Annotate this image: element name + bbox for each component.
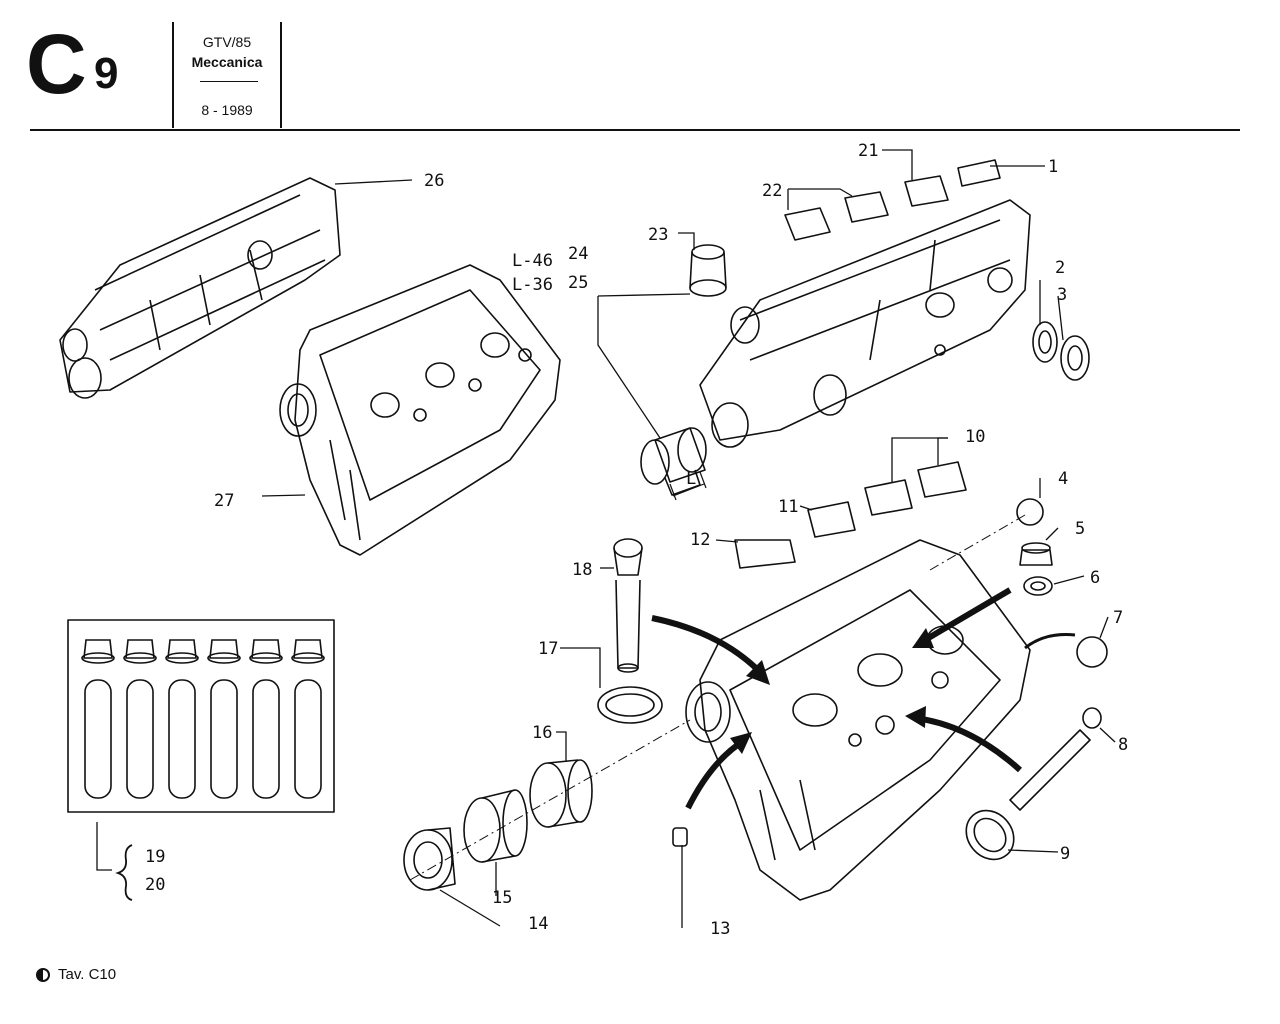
issue-date: 8 - 1989 bbox=[201, 102, 253, 118]
footer-reference-text: Tav. C10 bbox=[58, 966, 117, 983]
valve-guide-18 bbox=[613, 538, 643, 673]
guide-seal-cap bbox=[83, 639, 113, 659]
category-name: Meccanica bbox=[191, 54, 263, 70]
guide-seal-rim bbox=[165, 652, 199, 664]
callout-27: 27 bbox=[214, 491, 234, 511]
seals-2-3 bbox=[1032, 321, 1090, 381]
section-letter: C bbox=[26, 17, 87, 111]
brace-19-20 bbox=[115, 844, 133, 901]
ring-9 bbox=[965, 809, 1015, 861]
guide-seal-rim bbox=[123, 652, 157, 664]
guide-seal-cap bbox=[167, 639, 197, 659]
callout-13: 13 bbox=[710, 919, 730, 939]
title-block: GTV/85 Meccanica 8 - 1989 bbox=[172, 22, 282, 128]
model-name: GTV/85 bbox=[202, 34, 252, 50]
axis-lines bbox=[409, 514, 1026, 881]
callout-4: 4 bbox=[1058, 469, 1068, 489]
caps-10-11-12 bbox=[734, 461, 967, 569]
bushing-13 bbox=[672, 827, 688, 847]
bearing-15 bbox=[463, 789, 528, 863]
callout-1: 1 bbox=[1048, 157, 1058, 177]
callout-6: 6 bbox=[1090, 568, 1100, 588]
guide-kit-box bbox=[67, 619, 335, 813]
guide-seal-rim bbox=[81, 652, 115, 664]
callout-labels: 1 2 3 4 5 6 7 8 9 10 11 12 13 14 15 16 1… bbox=[145, 141, 1128, 939]
valve-guide bbox=[126, 679, 154, 799]
callout-25: 25 bbox=[568, 273, 588, 293]
bushing-23 bbox=[689, 244, 727, 297]
cylinder-head-main bbox=[685, 539, 1031, 901]
callout-12: 12 bbox=[690, 530, 710, 550]
dimension-marker bbox=[669, 471, 707, 501]
valve-guide-8 bbox=[1009, 707, 1102, 811]
valve-guide bbox=[294, 679, 322, 799]
cylinder-head-26 bbox=[59, 177, 341, 399]
title-divider bbox=[200, 81, 258, 82]
callout-5: 5 bbox=[1075, 519, 1085, 539]
callout-11: 11 bbox=[778, 497, 798, 517]
callout-9: 9 bbox=[1060, 844, 1070, 864]
guide-seal-cap bbox=[251, 639, 281, 659]
callout-20: 20 bbox=[145, 875, 165, 895]
guide-seal-cap bbox=[293, 639, 323, 659]
callout-10: 10 bbox=[965, 427, 985, 447]
callout-18: 18 bbox=[572, 560, 592, 580]
callout-24: 24 bbox=[568, 244, 588, 264]
callout-7: 7 bbox=[1113, 608, 1123, 628]
callout-17: 17 bbox=[538, 639, 558, 659]
section-number: 9 bbox=[94, 49, 119, 98]
caps-21-22-1 bbox=[784, 159, 1001, 241]
callout-26: 26 bbox=[424, 171, 444, 191]
guide-seal-rim bbox=[207, 652, 241, 664]
callout-21: 21 bbox=[858, 141, 878, 161]
arrow-heads bbox=[730, 628, 934, 754]
valve-guide bbox=[168, 679, 196, 799]
header-rule bbox=[30, 129, 1240, 131]
cylinder-head-right bbox=[699, 199, 1031, 448]
callout-2: 2 bbox=[1055, 258, 1065, 278]
callout-3: 3 bbox=[1057, 285, 1067, 305]
dimension-l: L bbox=[686, 469, 696, 489]
footer-reference: Tav. C10 bbox=[36, 966, 116, 983]
callout-23: 23 bbox=[648, 225, 668, 245]
guide-seal-rim bbox=[291, 652, 325, 664]
callout-22: 22 bbox=[762, 181, 782, 201]
guide-seal-cap bbox=[125, 639, 155, 659]
dimension-l36: L-36 bbox=[512, 275, 553, 295]
guide-seal-rim bbox=[249, 652, 283, 664]
direction-arrows bbox=[651, 587, 1076, 810]
dimension-l46: L-46 bbox=[512, 251, 553, 271]
plugs-4-7 bbox=[1016, 498, 1108, 668]
ring-17 bbox=[597, 686, 663, 724]
half-circle-icon bbox=[36, 967, 50, 982]
callout-15: 15 bbox=[492, 888, 512, 908]
cylinder-head-27 bbox=[279, 264, 561, 556]
bearing-16 bbox=[529, 759, 593, 828]
seat-insert-24-25 bbox=[640, 427, 707, 496]
guide-kit-items bbox=[81, 639, 325, 799]
valve-guide bbox=[252, 679, 280, 799]
callout-8: 8 bbox=[1118, 735, 1128, 755]
callout-14: 14 bbox=[528, 914, 548, 934]
valve-guide bbox=[84, 679, 112, 799]
leader-lines bbox=[96, 149, 1116, 928]
valve-guide bbox=[210, 679, 238, 799]
callout-16: 16 bbox=[532, 723, 552, 743]
callout-19: 19 bbox=[145, 847, 165, 867]
guide-seal-cap bbox=[209, 639, 239, 659]
